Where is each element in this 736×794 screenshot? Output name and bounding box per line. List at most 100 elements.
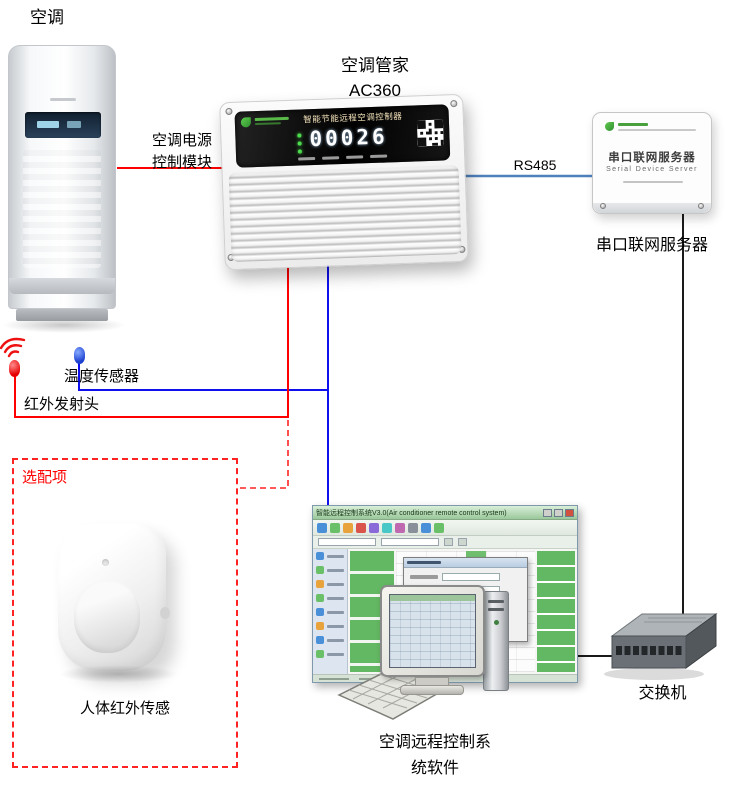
power-module-label-line1: 空调电源 <box>151 132 212 149</box>
screw-icon <box>450 99 458 108</box>
ir-emitter-marker <box>9 360 20 377</box>
toolbar-icon <box>356 522 366 533</box>
brand-text-mark <box>254 116 289 122</box>
panel-small-labels <box>298 154 388 161</box>
brand-text-mark <box>254 122 281 126</box>
dropdown-box <box>381 538 439 546</box>
status-led-icons <box>297 133 302 157</box>
software-sidebar <box>313 549 348 674</box>
screw-icon <box>600 203 606 209</box>
maximize-icon <box>554 508 563 517</box>
leaf-icon <box>240 117 252 128</box>
brand-logo-icon <box>240 115 293 129</box>
ac-display-panel <box>25 112 101 138</box>
screw-icon <box>698 203 704 209</box>
small-button <box>458 538 467 546</box>
ac-unit-label: 空调 <box>30 8 64 27</box>
ac360-heatsink-fins <box>228 164 462 262</box>
software-title: 智能远程控制系统V3.0(Air conditioner remote cont… <box>316 509 507 517</box>
dialog-title-text <box>407 561 441 564</box>
small-button <box>444 538 453 546</box>
monitor-icon <box>380 585 485 677</box>
computer-tower <box>483 591 509 691</box>
ac360-body: 智能节能远程空调控制器 00026 <box>219 93 469 271</box>
sidebar-item <box>316 552 344 560</box>
sidebar-item <box>316 636 344 644</box>
dialog-row <box>410 573 521 581</box>
toolbar-icon <box>434 522 444 533</box>
ac-manager-label-line2: AC360 <box>349 80 401 100</box>
optional-items-label: 选配项 <box>22 469 68 486</box>
ac360-controller-image: 智能节能远程空调控制器 00026 <box>219 93 469 271</box>
switch-label: 交换机 <box>638 685 687 702</box>
monitor-screen <box>389 594 476 668</box>
window-controls <box>543 508 574 517</box>
toolbar-icon <box>317 522 327 533</box>
ir-signal-icon <box>0 337 26 358</box>
ac-display-digits <box>67 121 81 128</box>
toolbar-icon <box>382 522 392 533</box>
screw-icon <box>225 107 233 116</box>
ac-base <box>16 309 108 321</box>
ac360-display-value: 00026 <box>309 124 389 152</box>
air-conditioner-image <box>2 45 126 333</box>
server-body: 串口联网服务器 Serial Device Server <box>592 112 712 214</box>
ac-display-digits <box>37 121 59 128</box>
ac-manager-label: 空调管家 AC360 <box>300 54 450 103</box>
server-name-cn: 串口联网服务器 <box>608 152 696 164</box>
ac-manager-label-line1: 空调管家 <box>341 56 409 75</box>
sidebar-item <box>316 580 344 588</box>
serial-server-image: 串口联网服务器 Serial Device Server <box>592 112 712 214</box>
rs485-label: RS485 <box>513 157 557 173</box>
software-label-line2: 统软件 <box>410 759 459 777</box>
optional-items-box <box>12 458 238 768</box>
power-module-label-line2: 控制模块 <box>151 153 212 171</box>
serial-server-label: 串口联网服务器 <box>595 237 708 254</box>
sidebar-item <box>316 594 344 602</box>
network-switch-image <box>604 613 718 680</box>
server-brand-logo <box>605 121 701 135</box>
line-optional-dashed <box>239 420 289 489</box>
toolbar-icon <box>369 522 379 533</box>
software-filterbar <box>313 536 577 549</box>
temp-sensor-label: 温度传感器 <box>64 368 140 385</box>
ac-foot-strip <box>9 278 115 294</box>
ac-brand-mark <box>50 98 76 101</box>
temp-sensor-marker <box>74 347 85 364</box>
fine-print-line <box>618 129 696 131</box>
ac-vent-grille <box>23 150 101 268</box>
pir-mount-nub <box>160 607 170 619</box>
ac360-panel-title: 智能节能远程空调控制器 <box>303 110 403 125</box>
software-label: 空调远程控制系 统软件 <box>340 730 530 781</box>
minimize-icon <box>543 508 552 517</box>
power-module-label: 空调电源 控制模块 <box>126 130 238 174</box>
dialog-titlebar <box>404 558 527 568</box>
sidebar-item <box>316 622 344 630</box>
software-titlebar: 智能远程控制系统V3.0(Air conditioner remote cont… <box>313 506 577 520</box>
pir-lens <box>74 581 140 653</box>
qr-pattern <box>416 119 444 147</box>
toolbar-icon <box>343 522 353 533</box>
server-name-en: Serial Device Server <box>606 166 698 173</box>
ir-emitter-label: 红外发射头 <box>24 396 100 413</box>
software-toolbar <box>313 520 577 536</box>
server-base <box>593 203 711 213</box>
ac360-front-panel: 智能节能远程空调控制器 00026 <box>234 104 451 168</box>
sidebar-item <box>316 650 344 658</box>
close-icon <box>565 508 574 517</box>
pir-sensor-label: 人体红外传感 <box>79 700 170 717</box>
dropdown-box <box>318 538 376 546</box>
grid-green-column <box>537 551 575 672</box>
fine-print-line <box>623 181 683 183</box>
pir-led-dot <box>102 559 109 566</box>
ac-cabinet <box>8 45 116 309</box>
toolbar-icon <box>408 522 418 533</box>
pir-sensor-image <box>58 523 178 683</box>
toolbar-icon <box>395 522 405 533</box>
qr-code-icon <box>416 119 444 147</box>
software-label-line1: 空调远程控制系 <box>378 734 491 751</box>
pir-body <box>58 523 170 671</box>
pir-shadow <box>58 665 178 683</box>
toolbar-icon <box>330 522 340 533</box>
